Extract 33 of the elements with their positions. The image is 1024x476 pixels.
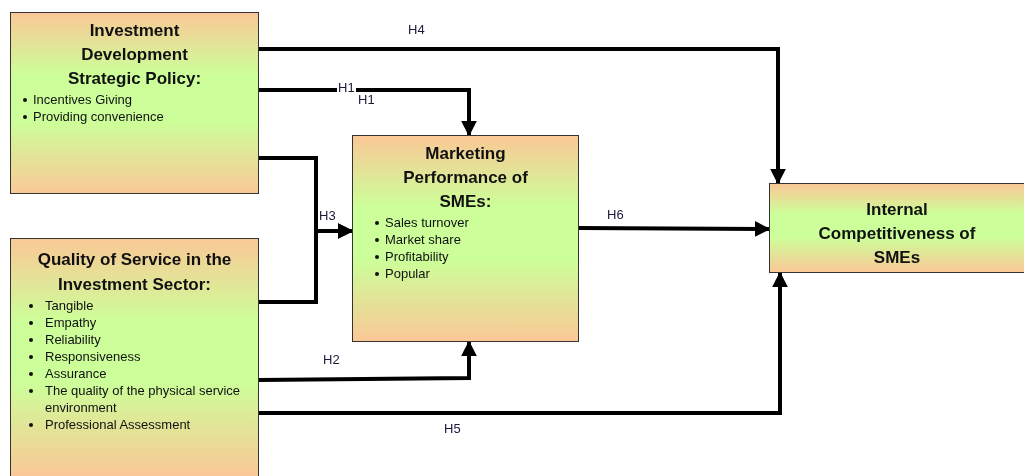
box-heading: Internal Competitiveness of SMEs [817,199,977,269]
edge-label: H1 [337,80,356,95]
box-heading: Investment Development Strategic Policy: [66,20,203,90]
bullet-item: Sales turnover [385,214,469,231]
hypothesis-label: H1 [357,92,376,107]
edge-label: H5 [443,421,462,436]
arrow [259,88,477,137]
concept-box [769,183,1024,273]
arrow [259,47,786,185]
bullet-item: Responsiveness [45,348,141,365]
arrow [258,340,477,382]
bullet-item: Popular [385,265,430,282]
bullet-item: Market share [385,231,461,248]
bullet-item: Incentives Giving [33,91,132,108]
bullet-item: Providing convenience [33,108,164,125]
edge-label: H3 [318,208,337,223]
arrow [579,220,771,237]
edge-label: H4 [407,22,426,37]
box-heading: Quality of Service in the Investment Sector: [36,249,233,296]
arrow [259,271,788,415]
bullet-item: Tangible [45,297,94,314]
concept-box [10,12,259,194]
bullet-item: Assurance [45,365,107,382]
edge-label: H2 [322,352,341,367]
concept-box [352,135,579,342]
box-heading: Marketing Performance of SMEs: [402,143,529,213]
bullet-item: The quality of the physical service environment [45,382,242,416]
edge-label: H6 [606,207,625,222]
bullet-item: Professional Assessment [45,416,191,433]
concept-box [10,238,259,476]
bullet-item: Empathy [45,314,97,331]
bullet-item: Reliability [45,331,101,348]
bullet-item: Profitability [385,248,449,265]
